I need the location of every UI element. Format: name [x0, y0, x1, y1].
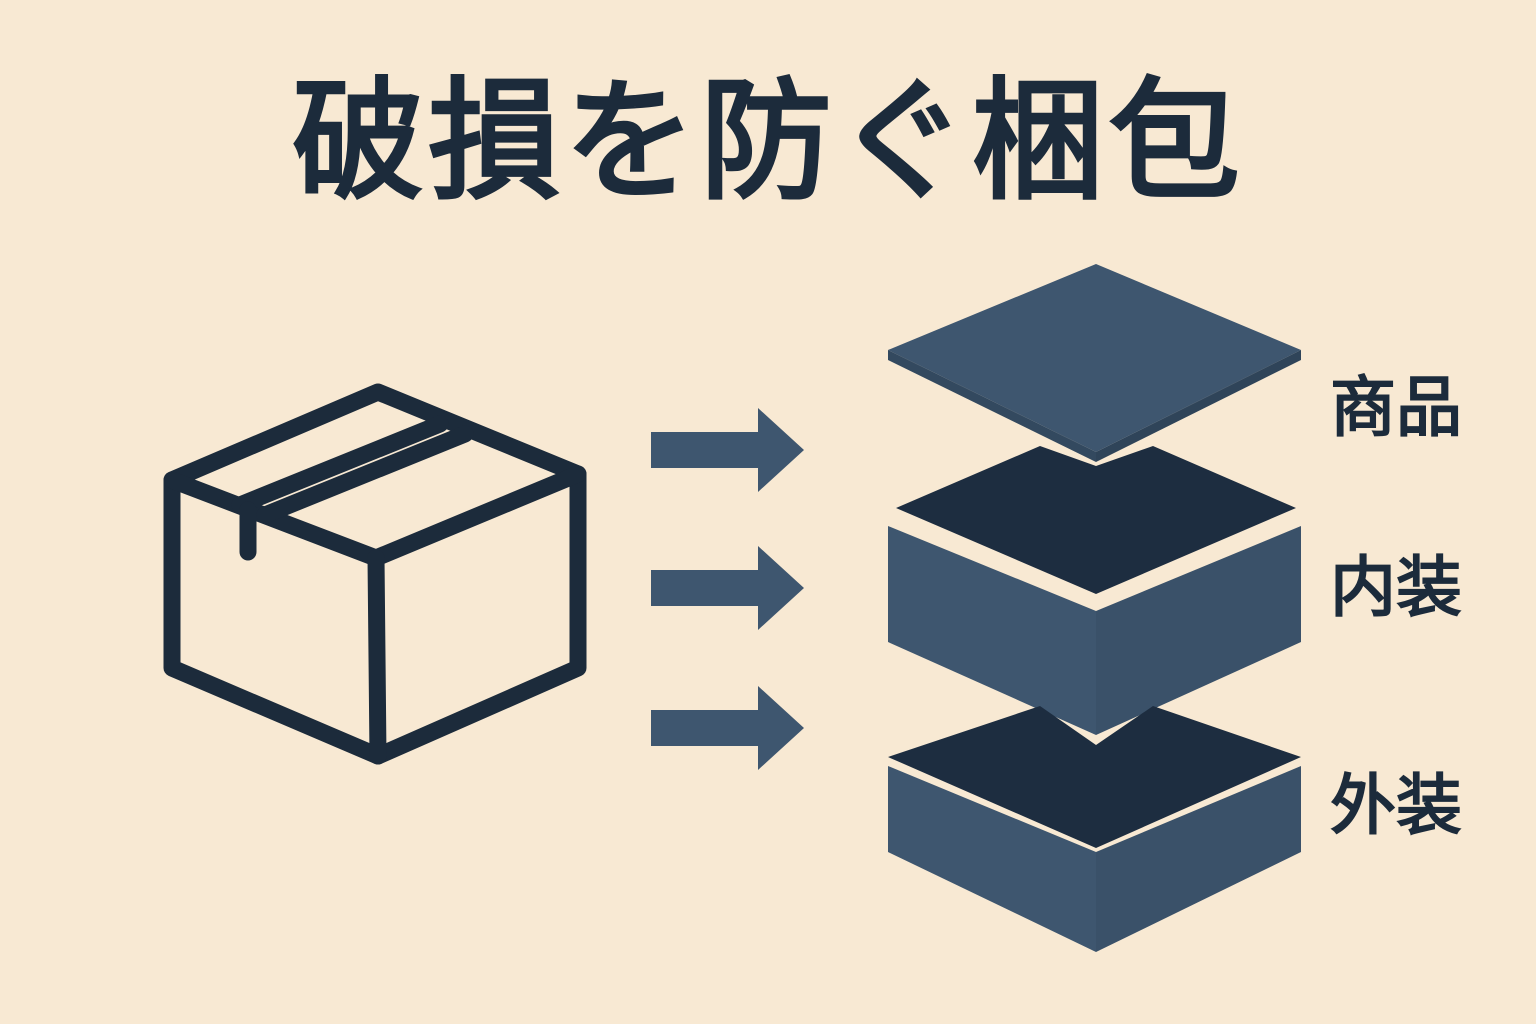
layer-inner-shape	[888, 446, 1301, 735]
arrow-right-icon	[651, 408, 804, 492]
page-title: 破損を防ぐ梱包	[292, 65, 1244, 219]
arrow-right-icon	[651, 546, 804, 630]
layer-product-shape	[888, 264, 1301, 462]
cardboard-box-icon	[163, 383, 587, 765]
layer-label-outer: 外装	[1330, 767, 1462, 844]
arrow-right-icon	[651, 686, 804, 770]
layer-label-inner: 内装	[1330, 549, 1462, 626]
layer-outer-shape	[888, 706, 1301, 952]
layer-label-product: 商品	[1330, 369, 1462, 446]
